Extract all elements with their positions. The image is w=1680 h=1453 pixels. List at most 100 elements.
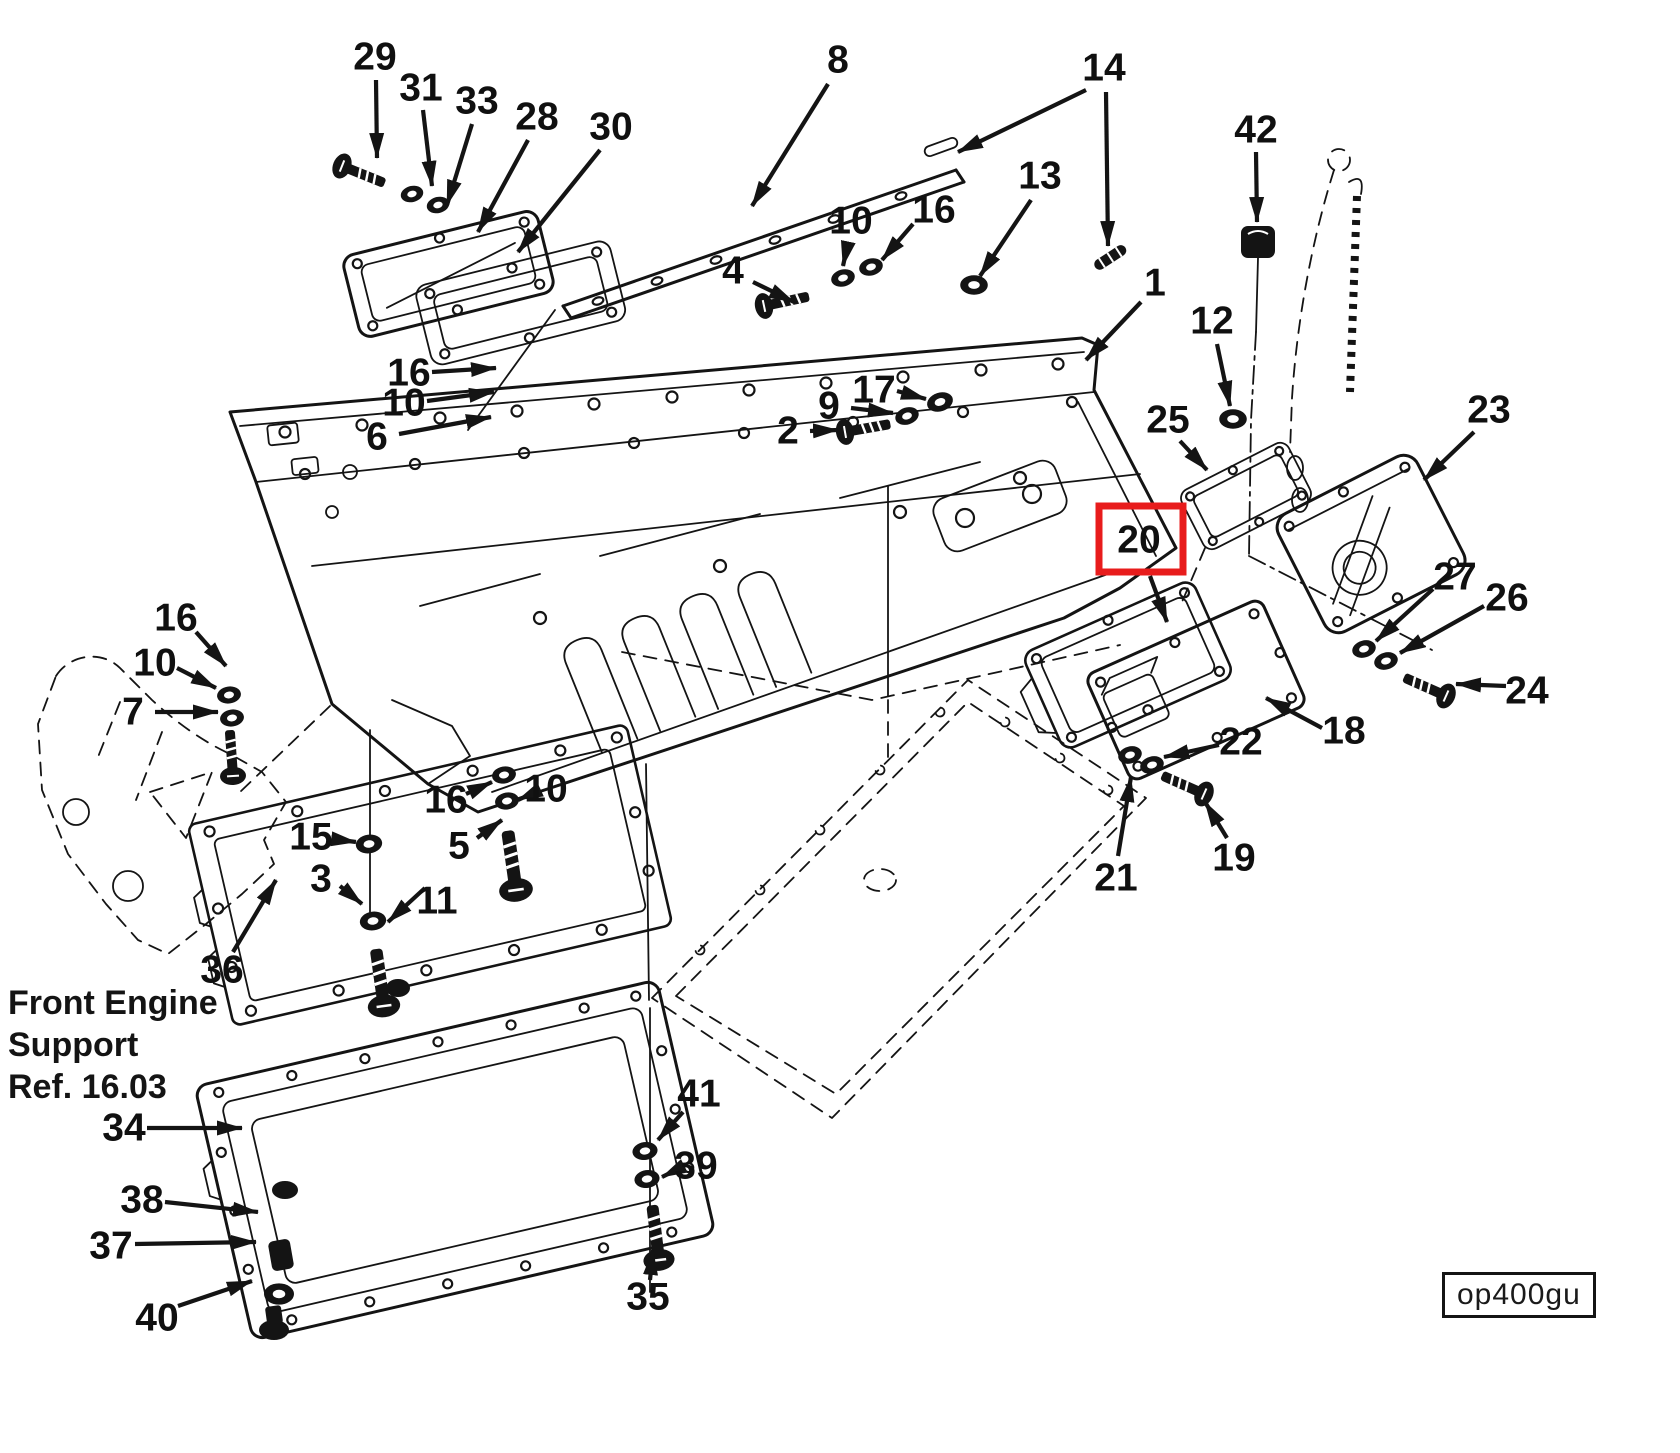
callout-3[interactable]: 3 (310, 858, 364, 906)
callout-leader-arrow (850, 402, 894, 418)
oil-pan-gasket-art (187, 724, 673, 1026)
callout-label-39: 39 (674, 1145, 717, 1188)
callout-4[interactable]: 4 (722, 250, 795, 304)
callout-19[interactable]: 19 (1203, 800, 1256, 880)
callout-label-35: 35 (626, 1276, 669, 1319)
callout-label-15: 15 (289, 816, 332, 859)
callout-20[interactable]: 20 (1095, 502, 1187, 623)
figure-code-box: op400gu (1442, 1272, 1596, 1318)
callout-label-16: 16 (387, 352, 430, 395)
callout-label-36: 36 (200, 949, 243, 992)
callout-42[interactable]: 42 (1234, 109, 1278, 223)
side-covers-art (1019, 441, 1467, 811)
callout-36[interactable]: 36 (200, 878, 278, 992)
callout-15[interactable]: 15 (289, 816, 357, 859)
callout-leader-arrow (398, 414, 492, 437)
callout-16[interactable]: 16 (154, 597, 228, 668)
callout-18[interactable]: 18 (1265, 696, 1366, 753)
callout-label-42: 42 (1234, 109, 1277, 152)
callout-39[interactable]: 39 (661, 1145, 718, 1188)
callout-5[interactable]: 5 (448, 818, 504, 868)
callout-leader-arrow (475, 818, 504, 841)
callout-17[interactable]: 17 (852, 369, 927, 412)
engine-block-art (228, 336, 1178, 814)
callout-22[interactable]: 22 (1163, 721, 1263, 764)
callout-10[interactable]: 10 (829, 200, 873, 267)
callout-leader-arrow (177, 1279, 253, 1308)
callout-10[interactable]: 10 (382, 382, 495, 425)
callout-30[interactable]: 30 (516, 106, 633, 254)
callout-16[interactable]: 16 (424, 779, 493, 822)
callout-41[interactable]: 41 (656, 1073, 721, 1142)
callout-23[interactable]: 23 (1422, 389, 1511, 482)
callout-leader-arrow (1249, 151, 1265, 223)
callout-label-11: 11 (416, 880, 457, 923)
callout-21[interactable]: 21 (1094, 776, 1138, 900)
callout-leader-arrow (978, 198, 1033, 278)
callout-7[interactable]: 7 (122, 691, 219, 734)
callout-leader-arrow (330, 831, 357, 847)
callout-leader-arrow (1100, 91, 1116, 247)
callout-6[interactable]: 6 (366, 414, 492, 459)
callout-16[interactable]: 16 (880, 189, 956, 262)
callout-label-20: 20 (1117, 519, 1160, 562)
callout-10[interactable]: 10 (133, 642, 217, 690)
callout-label-22: 22 (1219, 721, 1262, 764)
callout-9[interactable]: 9 (818, 385, 894, 428)
callout-33[interactable]: 33 (444, 80, 499, 206)
callout-8[interactable]: 8 (750, 39, 849, 208)
callout-label-9: 9 (818, 385, 840, 428)
callout-12[interactable]: 12 (1190, 300, 1234, 407)
callout-leader-arrow (661, 1159, 688, 1179)
callout-leader-arrow (656, 1110, 685, 1142)
callout-29[interactable]: 29 (353, 36, 397, 159)
callout-leader-arrow (194, 630, 228, 668)
callout-25[interactable]: 25 (1146, 399, 1209, 472)
note-line-1: Front Engine (8, 984, 218, 1022)
callout-label-3: 3 (310, 858, 332, 901)
callout-2[interactable]: 2 (777, 410, 839, 453)
callout-40[interactable]: 40 (135, 1279, 253, 1340)
callout-1[interactable]: 1 (1084, 262, 1166, 362)
callout-label-10: 10 (382, 382, 425, 425)
front-engine-support-note: Front Engine Support Ref. 16.03 (8, 982, 218, 1108)
callout-leader-arrow (957, 88, 1087, 154)
breather-dipstick-art (1219, 148, 1433, 651)
callout-10[interactable]: 10 (517, 768, 568, 811)
callout-label-28: 28 (515, 96, 558, 139)
callout-label-38: 38 (120, 1179, 163, 1222)
callout-26[interactable]: 26 (1398, 577, 1529, 655)
callout-leader-arrow (750, 82, 830, 208)
callout-38[interactable]: 38 (120, 1179, 259, 1222)
callout-11[interactable]: 11 (386, 880, 458, 924)
callout-label-10: 10 (133, 642, 176, 685)
callout-28[interactable]: 28 (476, 96, 559, 234)
bottom-hardware-art (354, 764, 678, 1275)
callout-24[interactable]: 24 (1455, 670, 1549, 713)
callout-31[interactable]: 31 (399, 67, 443, 187)
callout-27[interactable]: 27 (1374, 556, 1477, 643)
callout-13[interactable]: 13 (978, 155, 1062, 278)
note-line-3: Ref. 16.03 (8, 1068, 167, 1106)
callout-leader-arrow (1398, 604, 1486, 655)
callout-37[interactable]: 37 (89, 1225, 257, 1268)
callout-label-13: 13 (1018, 155, 1061, 198)
callout-35[interactable]: 35 (626, 1249, 670, 1319)
callout-leader-arrow (164, 1199, 259, 1217)
callout-14[interactable]: 14 (957, 47, 1126, 247)
callout-16[interactable]: 16 (387, 352, 497, 395)
dowel-pin-art (1094, 245, 1127, 270)
callout-label-2: 2 (777, 410, 799, 453)
callout-leader-arrow (880, 222, 915, 262)
callout-label-34: 34 (102, 1107, 146, 1150)
callout-34[interactable]: 34 (102, 1107, 243, 1150)
callout-label-31: 31 (399, 67, 442, 110)
callout-leader-arrow (476, 138, 530, 234)
callout-leader-arrow (1374, 587, 1435, 643)
front-engine-support-art (37, 655, 287, 955)
highlight-box-part-20 (1095, 502, 1187, 576)
callout-label-40: 40 (135, 1297, 178, 1340)
callout-label-10: 10 (829, 200, 872, 243)
